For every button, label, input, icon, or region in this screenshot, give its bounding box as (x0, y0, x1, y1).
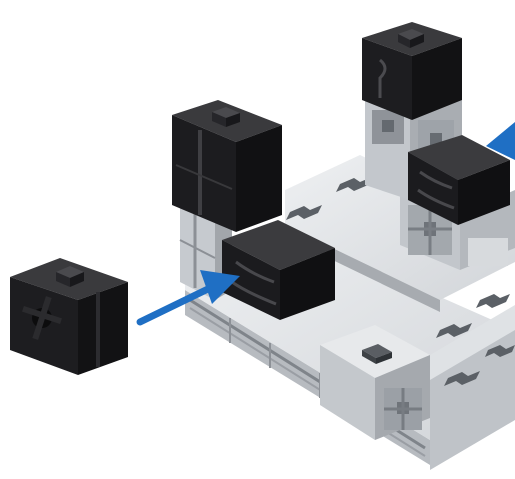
right-rail-front (430, 330, 515, 470)
rail-slot (485, 345, 515, 357)
rail-slot (286, 205, 322, 220)
rail-slot (336, 177, 372, 192)
black-clip-back-top (362, 22, 462, 120)
cube-stud (362, 344, 392, 358)
black-clip-loose (10, 258, 128, 375)
right-rail-top (430, 305, 515, 380)
insert-arrow-left (136, 270, 240, 326)
rail-slot (436, 323, 472, 338)
black-clip-left-tall (172, 100, 282, 232)
corner-cube-front (320, 345, 375, 440)
rail-slot (444, 371, 480, 386)
black-clip-right (408, 135, 510, 225)
rail-slot (476, 294, 510, 308)
arrow-head (486, 122, 515, 160)
arrow-head (200, 270, 240, 304)
insert-arrow-right (486, 122, 515, 160)
block-stud (212, 107, 240, 118)
black-clip-middle (222, 220, 335, 320)
